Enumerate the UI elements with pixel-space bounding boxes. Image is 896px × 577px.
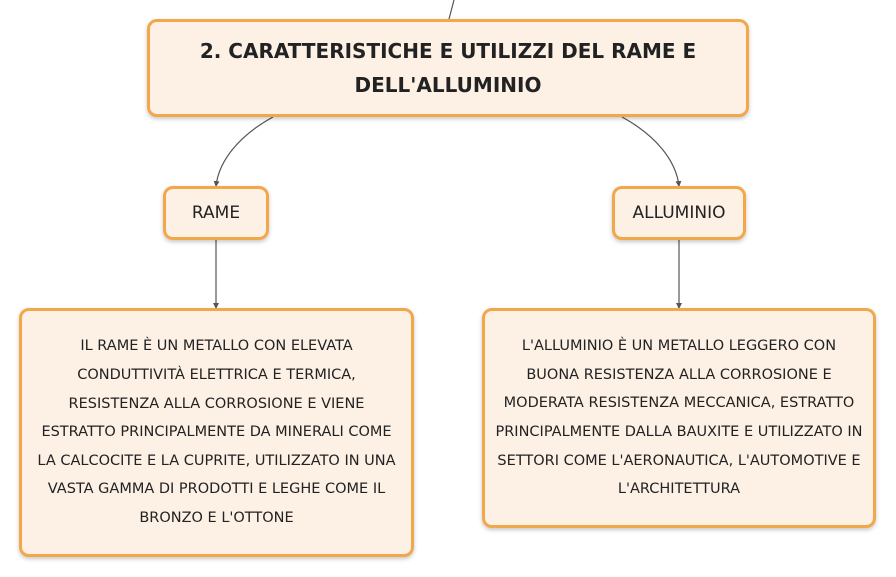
connector-parent-to-title [448,0,455,20]
connector-title-to-alluminio [621,116,682,187]
alluminio-description-text: L'ALLUMINIO È UN METALLO LEGGERO CON BUO… [495,338,863,498]
rame-label: RAME [191,203,241,223]
alluminio-description-node[interactable]: L'ALLUMINIO È UN METALLO LEGGERO CON BUO… [482,308,876,528]
title-text: 2. CARATTERISTICHE E UTILIZZI DEL RAME E… [199,39,697,97]
rame-node[interactable]: RAME [163,186,269,240]
rame-description-node[interactable]: IL RAME È UN METALLO CON ELEVATA CONDUTT… [19,308,414,557]
alluminio-node[interactable]: ALLUMINIO [612,186,746,240]
connector-title-to-rame [213,116,274,187]
alluminio-label: ALLUMINIO [632,203,726,223]
title-node[interactable]: 2. CARATTERISTICHE E UTILIZZI DEL RAME E… [147,19,749,117]
rame-description-text: IL RAME È UN METALLO CON ELEVATA CONDUTT… [37,338,396,526]
